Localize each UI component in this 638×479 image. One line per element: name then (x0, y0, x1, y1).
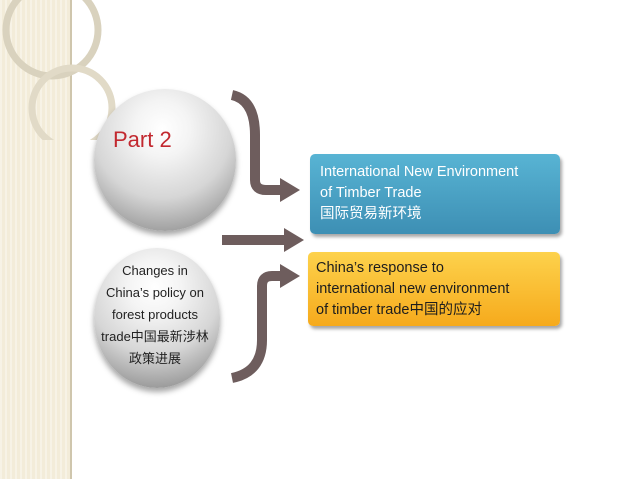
policy-line: 政策进展 (128, 351, 181, 366)
bent-arrow-top-head (280, 178, 300, 202)
strip-edge (70, 0, 72, 479)
decorative-rings (2, 0, 116, 140)
box-line: International New Environment (320, 164, 519, 180)
bent-arrow-bottom (230, 271, 282, 383)
policy-line: trade中国最新涉林 (101, 329, 209, 344)
box-line: international new environment (316, 281, 510, 297)
bent-arrow-bottom-head (280, 264, 300, 288)
policy-line: forest products (112, 307, 198, 322)
box-line: of timber trade中国的应对 (316, 302, 482, 318)
policy-sphere (94, 248, 220, 388)
box-line: of Timber Trade (320, 185, 422, 201)
bent-arrow-top (230, 90, 282, 195)
part-label: Part 2 (113, 127, 172, 152)
box-line: China’s response to (316, 260, 444, 276)
china-response-box: China’s response to international new en… (308, 252, 560, 326)
box-line: 国际贸易新环境 (320, 206, 422, 222)
international-environment-box: International New Environment of Timber … (310, 154, 560, 234)
policy-line: Changes in (122, 263, 188, 278)
policy-line: China’s policy on (105, 285, 205, 300)
decorative-strip (0, 0, 70, 479)
straight-arrow-head (284, 228, 304, 252)
part-sphere (94, 89, 236, 231)
policy-text: Changes in China’s policy on forest prod… (88, 260, 222, 370)
